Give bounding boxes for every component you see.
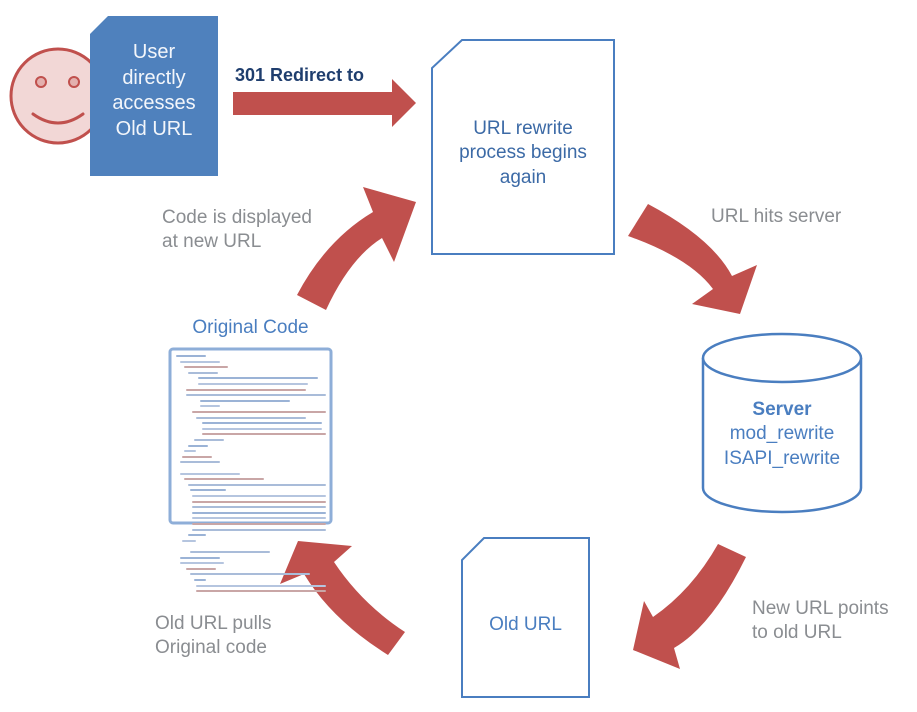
- curved-arrow-to-rewrite-process: [297, 187, 416, 310]
- code-line: [180, 360, 220, 363]
- code-line: [202, 433, 326, 436]
- original-code-title-text: Original Code: [192, 317, 309, 338]
- server-edge-label: URL hits server: [711, 205, 841, 229]
- user-label-line: Old URL: [115, 117, 193, 140]
- display-edge-label: Code is displayed at new URL: [162, 206, 312, 255]
- code-line: [192, 528, 326, 531]
- redirect-arrow: [233, 79, 416, 127]
- code-line: [184, 366, 228, 369]
- server-cylinder-icon: [701, 332, 863, 514]
- code-line: [188, 444, 208, 447]
- code-line: [180, 562, 224, 565]
- old-url-edge-label-line: New URL points: [752, 598, 889, 619]
- user-label-line: directly: [122, 66, 186, 89]
- code-line: [180, 556, 220, 559]
- code-line: [182, 455, 212, 458]
- code-line: [184, 478, 264, 481]
- rewrite-process-label-line: URL rewrite: [473, 118, 573, 139]
- code-line: [200, 405, 220, 408]
- server-title: Server: [752, 399, 812, 420]
- code-line: [196, 584, 326, 587]
- user-label: User directly accesses Old URL: [90, 40, 218, 142]
- user-label-line: User: [132, 41, 176, 63]
- code-line: [186, 394, 326, 397]
- code-line: [176, 355, 206, 357]
- old-url-label-text: Old URL: [489, 614, 562, 635]
- code-line: [196, 590, 326, 593]
- code-line: [188, 371, 218, 374]
- redirect-edge-label-text: 301 Redirect to: [235, 65, 365, 85]
- old-url-label: Old URL: [462, 613, 589, 637]
- code-line: [192, 511, 326, 514]
- code-line: [190, 573, 310, 576]
- original-code-edge-label-line: Original code: [155, 637, 267, 659]
- code-line: [180, 472, 240, 475]
- user-label-line: accesses: [112, 92, 196, 115]
- old-url-edge-label: New URL points to old URL: [752, 597, 889, 646]
- code-line: [200, 399, 290, 402]
- code-line: [192, 500, 326, 503]
- old-url-box: [461, 537, 590, 698]
- original-code-title: Original Code: [170, 316, 331, 340]
- rewrite-process-label-line: again: [499, 166, 547, 188]
- server-module-line: ISAPI_rewrite: [723, 447, 841, 469]
- original-code-edge-label-line: Old URL pulls: [155, 613, 272, 634]
- code-line: [182, 539, 196, 542]
- server-label: Server mod_rewrite ISAPI_rewrite: [703, 398, 861, 471]
- rewrite-process-label-line: process begins: [459, 142, 587, 164]
- code-line: [186, 567, 216, 570]
- code-line: [188, 534, 206, 537]
- code-line: [192, 495, 326, 497]
- code-line: [184, 450, 196, 453]
- redirect-edge-label: 301 Redirect to: [235, 64, 364, 87]
- code-line: [194, 439, 224, 441]
- code-line: [192, 506, 326, 509]
- code-line: [192, 411, 326, 413]
- code-line: [202, 422, 322, 425]
- code-line: [190, 489, 226, 492]
- code-line: [192, 517, 326, 520]
- rewrite-process-box: [431, 39, 615, 255]
- display-edge-label-line: at new URL: [162, 231, 262, 253]
- code-line: [202, 427, 322, 430]
- code-line: [198, 383, 308, 385]
- curved-arrow-to-server: [628, 204, 757, 314]
- user-box: [90, 16, 218, 176]
- code-line: [192, 523, 326, 525]
- code-line: [180, 461, 220, 464]
- server-edge-label-line: URL hits server: [711, 206, 842, 227]
- code-line: [198, 377, 318, 380]
- server-module-line: mod_rewrite: [729, 423, 835, 445]
- curved-arrow-to-original-code: [280, 541, 405, 655]
- code-line: [186, 388, 306, 391]
- curved-arrow-to-old-url: [633, 544, 746, 669]
- display-edge-label-line: Code is displayed: [162, 207, 312, 228]
- code-line: [188, 483, 326, 486]
- code-line: [194, 579, 206, 581]
- code-line: [196, 416, 306, 419]
- original-code-edge-label: Old URL pulls Original code: [155, 612, 272, 661]
- rewrite-process-label: URL rewrite process begins again: [432, 117, 614, 190]
- old-url-edge-label-line: to old URL: [752, 622, 842, 644]
- code-line: [190, 551, 270, 553]
